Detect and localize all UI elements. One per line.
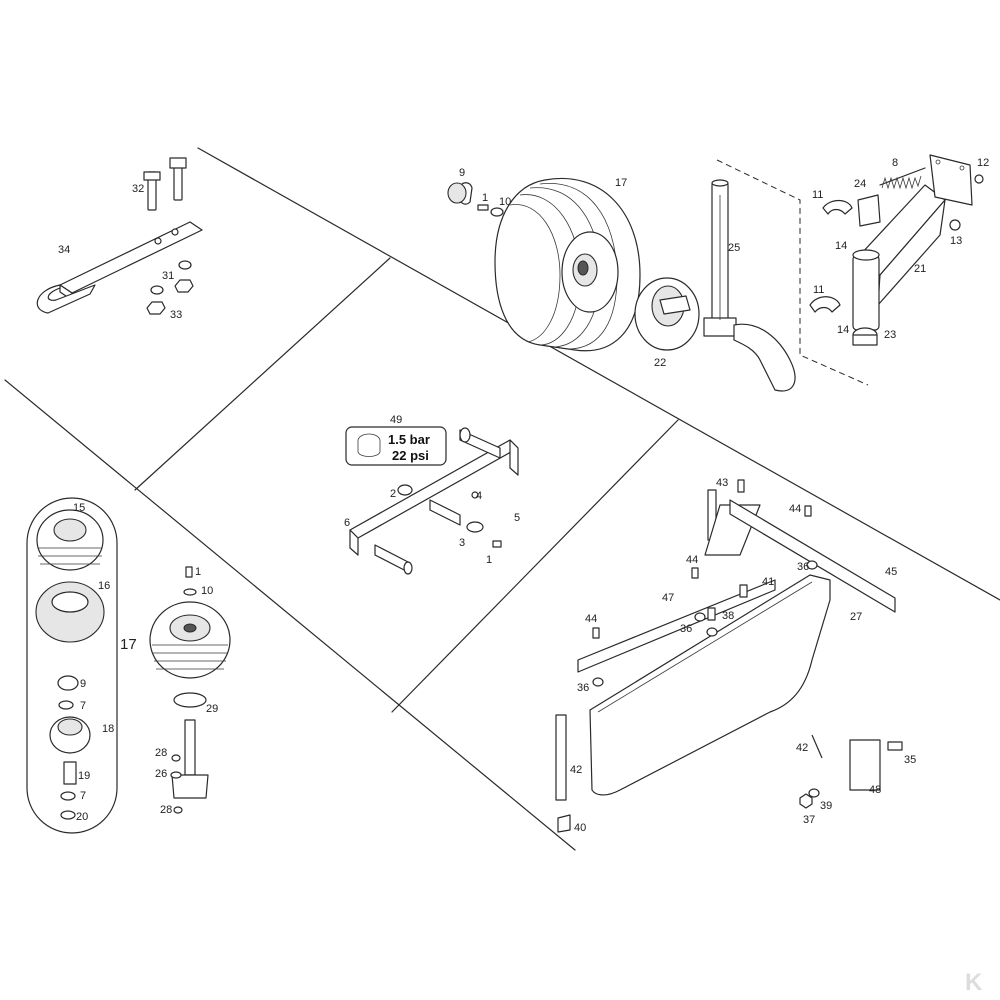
label-10-small-wheel: 10 bbox=[201, 585, 213, 597]
brand-logo: K bbox=[962, 968, 994, 996]
label-9: 9 bbox=[459, 167, 465, 179]
label-7-lower: 7 bbox=[80, 790, 86, 802]
label-44-left: 44 bbox=[585, 613, 597, 625]
label-28-lower: 28 bbox=[160, 804, 172, 816]
label-17: 17 bbox=[615, 177, 627, 189]
label-11-lower: 11 bbox=[813, 284, 824, 296]
label-11: 11 bbox=[812, 189, 823, 201]
brand-logo-mark: K bbox=[965, 969, 983, 996]
label-12: 12 bbox=[977, 157, 989, 169]
label-3: 3 bbox=[459, 537, 465, 549]
label-33: 33 bbox=[170, 309, 182, 321]
label-21: 21 bbox=[914, 263, 926, 275]
label-17-group: 17 bbox=[120, 636, 137, 653]
label-26: 26 bbox=[155, 768, 167, 780]
label-28: 28 bbox=[155, 747, 167, 759]
label-44: 44 bbox=[789, 503, 801, 515]
label-7: 7 bbox=[80, 700, 86, 712]
label-19: 19 bbox=[78, 770, 90, 782]
label-27: 27 bbox=[850, 611, 862, 623]
label-40: 40 bbox=[574, 822, 586, 834]
jack-stand bbox=[703, 179, 796, 392]
label-25: 25 bbox=[728, 242, 740, 254]
label-20: 20 bbox=[76, 811, 88, 823]
small-wheel-assembled bbox=[149, 566, 231, 814]
label-14-lower: 14 bbox=[837, 324, 849, 336]
label-23: 23 bbox=[884, 329, 896, 341]
label-38: 38 bbox=[722, 610, 734, 622]
label-10: 10 bbox=[499, 196, 511, 208]
label-4: 4 bbox=[476, 490, 482, 502]
label-48: 48 bbox=[869, 784, 881, 796]
label-1: 1 bbox=[482, 192, 488, 204]
label-44-mid: 44 bbox=[686, 554, 698, 566]
separator-lines bbox=[4, 147, 1000, 851]
guard-frame-assembly bbox=[555, 479, 903, 833]
label-16: 16 bbox=[98, 580, 110, 592]
jack-dashed-frame bbox=[716, 159, 869, 386]
main-wheel-assembly bbox=[447, 178, 700, 352]
label-36-left: 36 bbox=[577, 682, 589, 694]
label-6: 6 bbox=[344, 517, 350, 529]
small-wheel-exploded bbox=[26, 497, 118, 834]
label-1-small-wheel: 1 bbox=[195, 566, 201, 578]
label-36-mid: 36 bbox=[680, 623, 692, 635]
label-32: 32 bbox=[132, 183, 144, 195]
label-42-right: 42 bbox=[796, 742, 808, 754]
label-1-center: 1 bbox=[486, 554, 492, 566]
decal-pressure-bar: 1.5 bar bbox=[388, 432, 430, 447]
label-45: 45 bbox=[885, 566, 897, 578]
label-2: 2 bbox=[390, 488, 396, 500]
label-29: 29 bbox=[206, 703, 218, 715]
label-31: 31 bbox=[162, 270, 174, 282]
label-34: 34 bbox=[58, 244, 70, 256]
label-15: 15 bbox=[73, 502, 85, 514]
label-8: 8 bbox=[892, 157, 898, 169]
drawbar-assembly bbox=[36, 157, 203, 315]
label-14: 14 bbox=[835, 240, 847, 252]
label-18: 18 bbox=[102, 723, 114, 735]
label-41: 41 bbox=[762, 576, 774, 588]
label-37: 37 bbox=[803, 814, 815, 826]
label-43: 43 bbox=[716, 477, 728, 489]
label-22: 22 bbox=[654, 357, 666, 369]
label-35: 35 bbox=[904, 754, 916, 766]
label-49: 49 bbox=[390, 414, 402, 426]
axle-frame-assembly bbox=[345, 426, 519, 575]
decal-pressure-psi: 22 psi bbox=[392, 448, 429, 463]
label-9-small: 9 bbox=[80, 678, 86, 690]
label-47: 47 bbox=[662, 592, 674, 604]
label-24: 24 bbox=[854, 178, 866, 190]
label-39: 39 bbox=[820, 800, 832, 812]
wheel-bracket-assembly bbox=[809, 154, 984, 346]
label-5: 5 bbox=[514, 512, 520, 524]
pressure-decal bbox=[345, 426, 447, 466]
label-42: 42 bbox=[570, 764, 582, 776]
label-13: 13 bbox=[950, 235, 962, 247]
part-labels: 32 34 31 33 9 1 10 17 22 25 8 12 11 24 1… bbox=[58, 157, 989, 834]
label-36: 36 bbox=[797, 561, 809, 573]
